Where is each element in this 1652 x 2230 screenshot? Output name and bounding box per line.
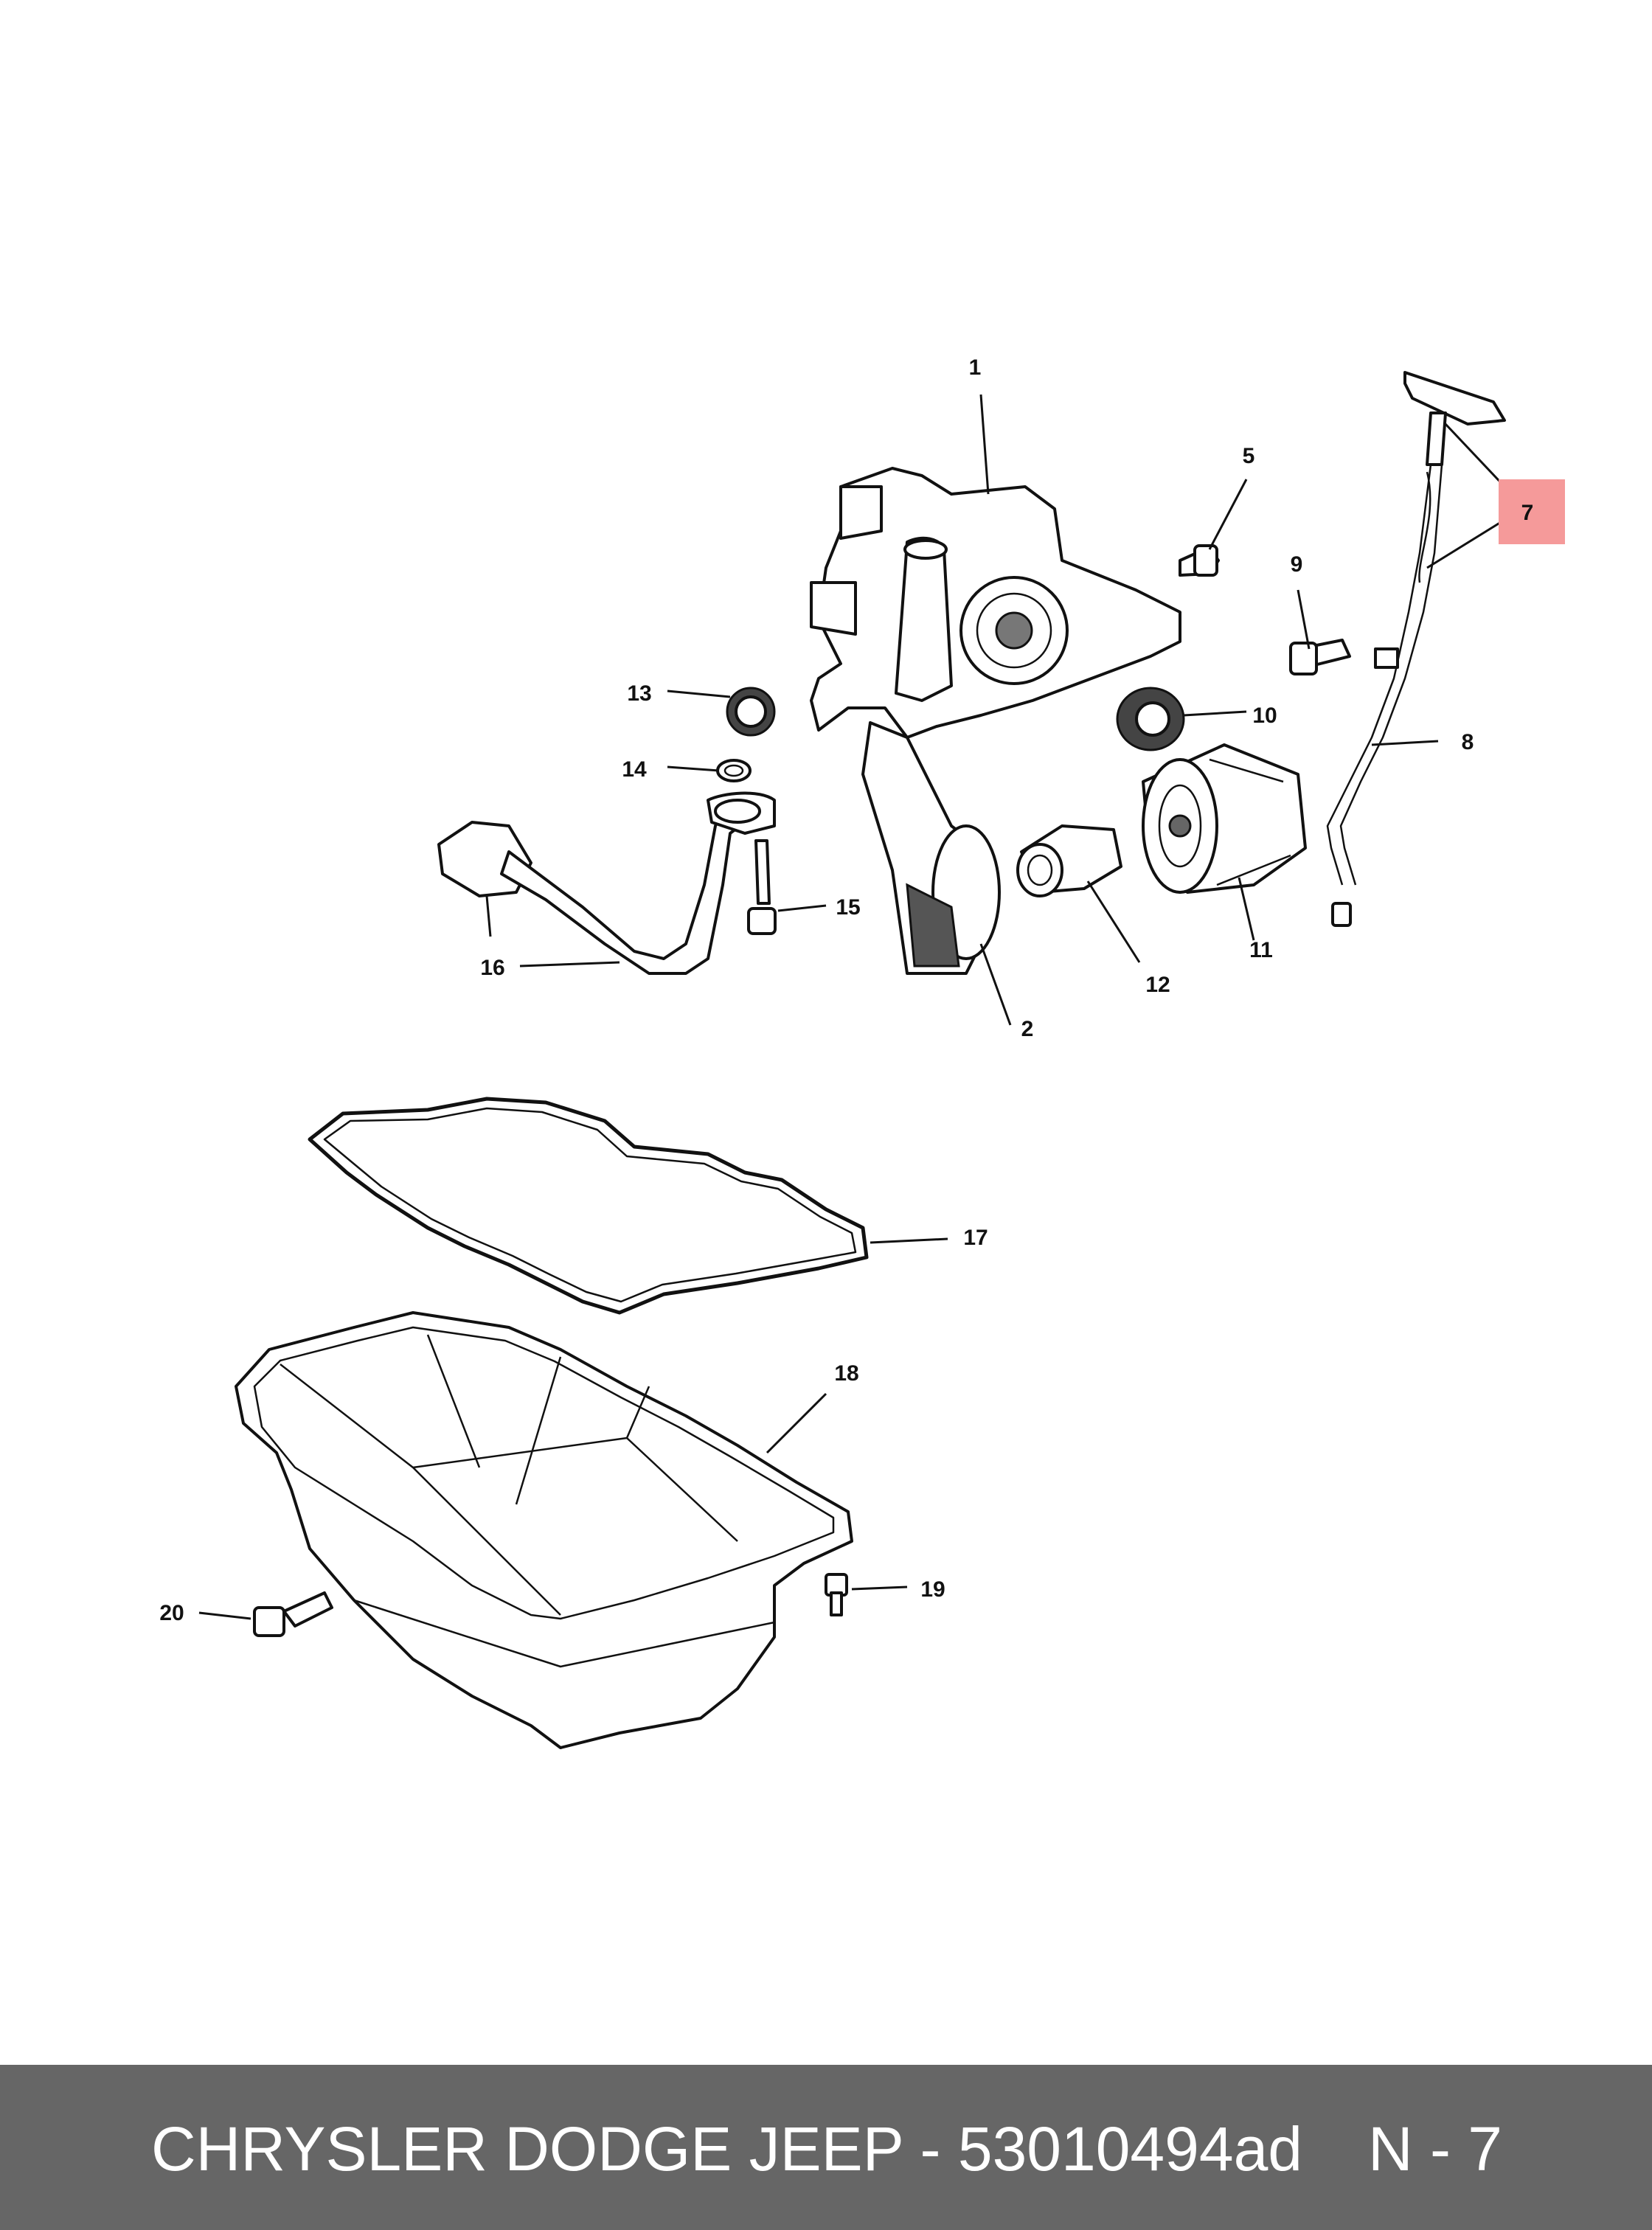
callout-13: 13 xyxy=(627,681,651,706)
callout-11: 11 xyxy=(1249,938,1273,962)
callout-9: 9 xyxy=(1291,552,1303,577)
callout-16: 16 xyxy=(480,956,504,980)
oil-filter-11 xyxy=(1142,743,1307,894)
drain-plug-19 xyxy=(825,1573,848,1616)
bolt-5 xyxy=(1179,544,1220,577)
bolt-9 xyxy=(1289,639,1351,675)
adapter-12 xyxy=(1016,824,1122,897)
pickup-tube-16 xyxy=(437,791,776,975)
oil-pan-18 xyxy=(235,1311,853,1749)
callout-14: 14 xyxy=(622,757,647,782)
o-ring-14 xyxy=(716,759,752,782)
callout-20: 20 xyxy=(159,1601,184,1625)
bolt-20 xyxy=(253,1591,333,1637)
footer-title: CHRYSLER DODGE JEEP - 53010494ad xyxy=(151,2114,1303,2184)
callout-10: 10 xyxy=(1252,704,1277,728)
callout-8: 8 xyxy=(1462,730,1474,754)
callout-19: 19 xyxy=(920,1577,945,1602)
exploded-parts-diagram: 1 2 5 7 8 9 10 11 12 13 14 15 16 17 18 1… xyxy=(159,355,1565,1749)
callout-1: 1 xyxy=(969,355,982,380)
oil-pan-gasket-17 xyxy=(308,1097,869,1315)
callout-17: 17 xyxy=(963,1226,988,1250)
oil-pump-housing xyxy=(810,467,1181,975)
callout-labels: 1 2 5 7 8 9 10 11 12 13 14 15 16 17 18 1… xyxy=(159,355,1533,1625)
callout-18: 18 xyxy=(834,1361,858,1386)
callout-2: 2 xyxy=(1021,1017,1034,1041)
dipstick-7-8 xyxy=(1326,371,1506,927)
callout-7: 7 xyxy=(1521,501,1534,525)
o-ring-13 xyxy=(726,687,776,737)
footer-bar: CHRYSLER DODGE JEEP - 53010494ad N - 7 xyxy=(0,2065,1652,2230)
footer-part-code: N - 7 xyxy=(1368,2114,1503,2184)
leader-lines xyxy=(198,394,1510,1620)
highlight-box xyxy=(1499,479,1565,544)
bolt-15 xyxy=(747,839,777,935)
seal-10 xyxy=(1116,687,1185,751)
callout-12: 12 xyxy=(1145,973,1170,997)
callout-15: 15 xyxy=(836,895,860,920)
callout-5: 5 xyxy=(1243,444,1255,468)
